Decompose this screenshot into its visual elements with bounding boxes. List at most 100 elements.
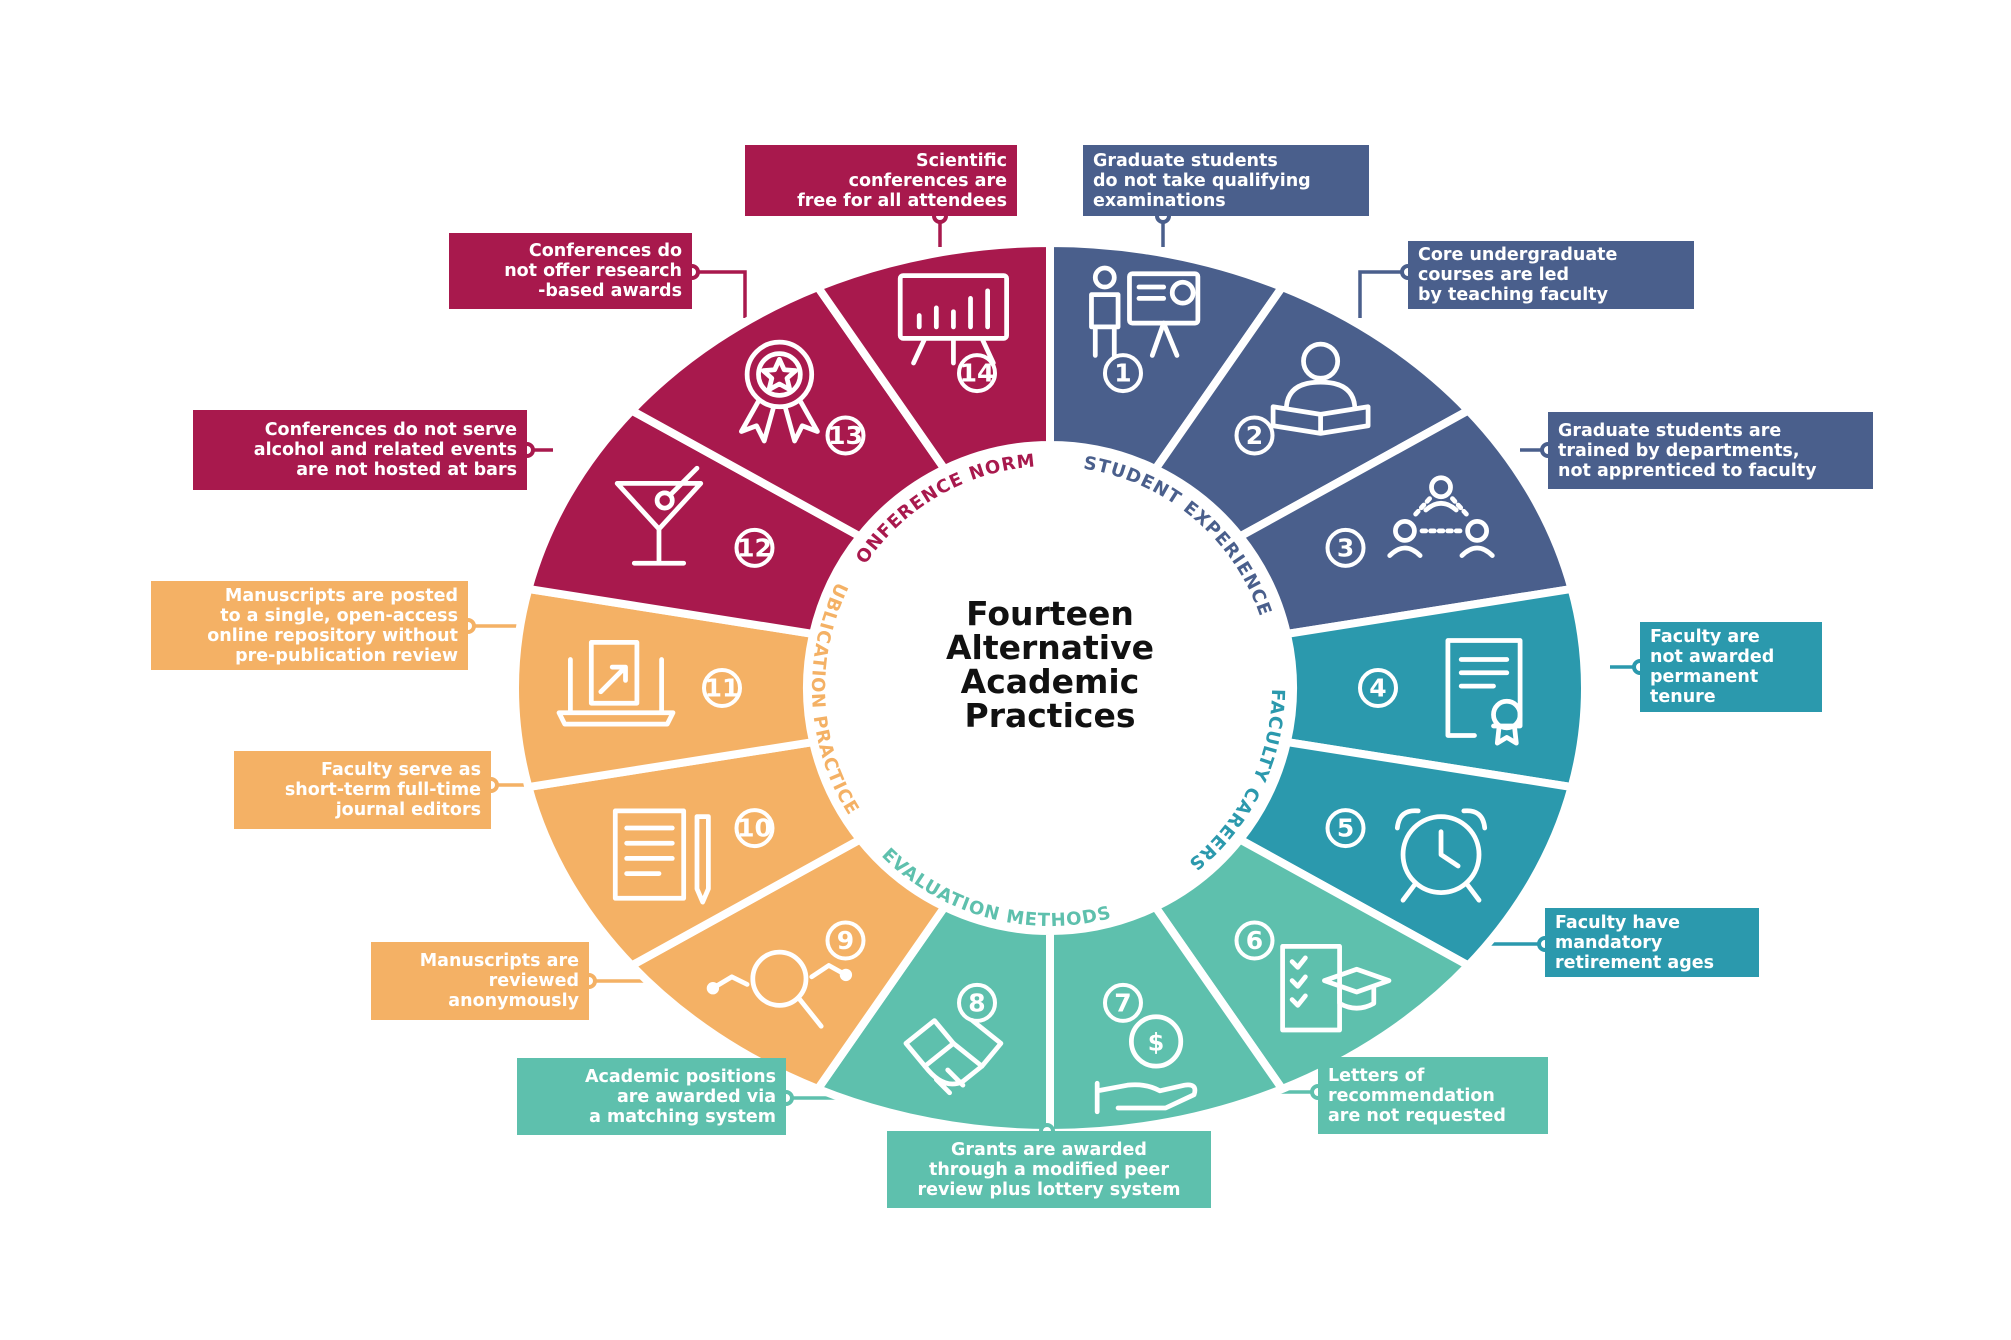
magnifier-graph-icon bbox=[706, 949, 853, 1029]
practice-number-12: 12 bbox=[734, 527, 775, 568]
practice-number-4: 4 bbox=[1358, 668, 1398, 708]
practice-label-9-line-1: Manuscripts are bbox=[419, 951, 579, 971]
practice-label-14-line-3: free for all attendees bbox=[797, 190, 1007, 211]
practice-label-11-line-4: pre-publication review bbox=[235, 645, 458, 666]
practice-label-13-line-3: -based awards bbox=[538, 281, 682, 301]
practice-label-13-line-2: not offer research bbox=[504, 261, 682, 281]
svg-text:10: 10 bbox=[737, 814, 772, 843]
practice-label-6-line-2: recommendation bbox=[1328, 1085, 1495, 1106]
practice-number-1: 1 bbox=[1102, 353, 1143, 394]
svg-text:4: 4 bbox=[1369, 674, 1386, 703]
practice-label-12-line-3: are not hosted at bars bbox=[296, 460, 517, 480]
practice-number-10: 10 bbox=[734, 808, 775, 849]
svg-text:6: 6 bbox=[1246, 926, 1263, 955]
title-line-1: Fourteen bbox=[966, 594, 1134, 633]
practice-number-5: 5 bbox=[1325, 808, 1366, 849]
practice-label-12-line-1: Conferences do not serve bbox=[264, 420, 517, 440]
title-line-4: Practices bbox=[965, 696, 1136, 735]
bar-chart-board-icon bbox=[897, 273, 1010, 366]
practice-number-9: 9 bbox=[825, 920, 866, 961]
practice-label-10-line-1: Faculty serve as bbox=[321, 760, 481, 780]
document-pen-icon bbox=[612, 808, 711, 905]
practice-label-5-line-2: mandatory bbox=[1555, 932, 1663, 953]
money-hand-icon: $ bbox=[1094, 1014, 1198, 1115]
laptop-document-icon bbox=[556, 640, 676, 727]
practice-number-7: 7 bbox=[1102, 982, 1143, 1023]
practice-label-7-line-2: through a modified peer bbox=[928, 1159, 1170, 1180]
svg-text:1: 1 bbox=[1114, 359, 1131, 388]
title-line-2: Alternative bbox=[946, 628, 1154, 667]
practice-label-2-line-3: by teaching faculty bbox=[1418, 285, 1609, 305]
practice-number-6: 6 bbox=[1234, 920, 1275, 961]
practice-label-4-line-3: permanent bbox=[1650, 667, 1759, 687]
cocktail-glass-icon bbox=[614, 465, 704, 566]
puzzle-handshake-icon bbox=[903, 1018, 1004, 1096]
svg-text:14: 14 bbox=[960, 359, 995, 388]
practice-label-7-line-3: review plus lottery system bbox=[917, 1179, 1181, 1200]
practice-label-5-line-3: retirement ages bbox=[1555, 952, 1715, 973]
practice-label-1-line-2: do not take qualifying bbox=[1093, 170, 1311, 191]
practice-label-9-line-2: reviewed bbox=[488, 971, 579, 991]
svg-text:12: 12 bbox=[737, 533, 772, 562]
practice-label-10-line-2: short-term full-time bbox=[284, 780, 481, 800]
practice-label-9-line-3: anonymously bbox=[448, 991, 579, 1011]
practice-label-2-line-1: Core undergraduate bbox=[1418, 245, 1618, 265]
practice-label-11-line-2: to a single, open-access bbox=[220, 605, 458, 626]
practice-label-8-line-1: Academic positions bbox=[584, 1066, 776, 1087]
svg-text:11: 11 bbox=[705, 674, 740, 703]
svg-text:5: 5 bbox=[1337, 814, 1354, 843]
practice-label-4-line-1: Faculty are bbox=[1650, 627, 1760, 647]
leader-line-2 bbox=[1358, 270, 1408, 318]
practice-label-1-line-1: Graduate students bbox=[1093, 150, 1278, 171]
practice-label-6-line-3: are not requested bbox=[1328, 1105, 1506, 1126]
practice-label-12-line-2: alcohol and related events bbox=[253, 440, 517, 460]
practice-label-2-line-2: courses are led bbox=[1418, 265, 1570, 285]
practice-number-13: 13 bbox=[825, 415, 866, 456]
svg-text:8: 8 bbox=[968, 988, 985, 1017]
svg-text:9: 9 bbox=[837, 926, 854, 955]
practice-label-8-line-2: are awarded via bbox=[616, 1086, 776, 1107]
practice-label-8-line-3: a matching system bbox=[589, 1106, 776, 1127]
practice-label-3-line-1: Graduate students are bbox=[1558, 420, 1782, 441]
practice-number-11: 11 bbox=[702, 668, 742, 708]
award-rosette-icon bbox=[739, 339, 820, 444]
graduation-letter-icon bbox=[1280, 944, 1392, 1033]
practice-number-3: 3 bbox=[1325, 527, 1366, 568]
practice-label-3-line-2: trained by departments, bbox=[1558, 440, 1800, 461]
practice-label-11-line-1: Manuscripts are posted bbox=[224, 585, 458, 606]
leader-line-13 bbox=[692, 270, 747, 318]
reading-teacher-icon bbox=[1270, 341, 1371, 436]
presentation-icon bbox=[1089, 265, 1201, 358]
practice-label-14-line-1: Scientific bbox=[915, 150, 1007, 171]
practice-label-13-line-1: Conferences do bbox=[528, 241, 682, 261]
center-title: Fourteen Alternative Academic Practices bbox=[946, 594, 1154, 735]
practice-number-14: 14 bbox=[957, 353, 998, 394]
svg-text:2: 2 bbox=[1246, 421, 1263, 450]
practice-label-7-line-1: Grants are awarded bbox=[951, 1139, 1147, 1160]
practice-label-4-line-2: not awarded bbox=[1650, 647, 1775, 667]
practice-label-3-line-3: not apprenticed to faculty bbox=[1558, 460, 1817, 481]
title-line-3: Academic bbox=[961, 662, 1140, 701]
svg-text:3: 3 bbox=[1337, 533, 1354, 562]
svg-text:7: 7 bbox=[1114, 988, 1131, 1017]
people-network-icon bbox=[1387, 475, 1495, 558]
center-disc bbox=[807, 445, 1293, 931]
practice-label-4-line-4: tenure bbox=[1650, 687, 1716, 707]
svg-text:$: $ bbox=[1148, 1028, 1165, 1056]
practice-number-8: 8 bbox=[957, 982, 998, 1023]
